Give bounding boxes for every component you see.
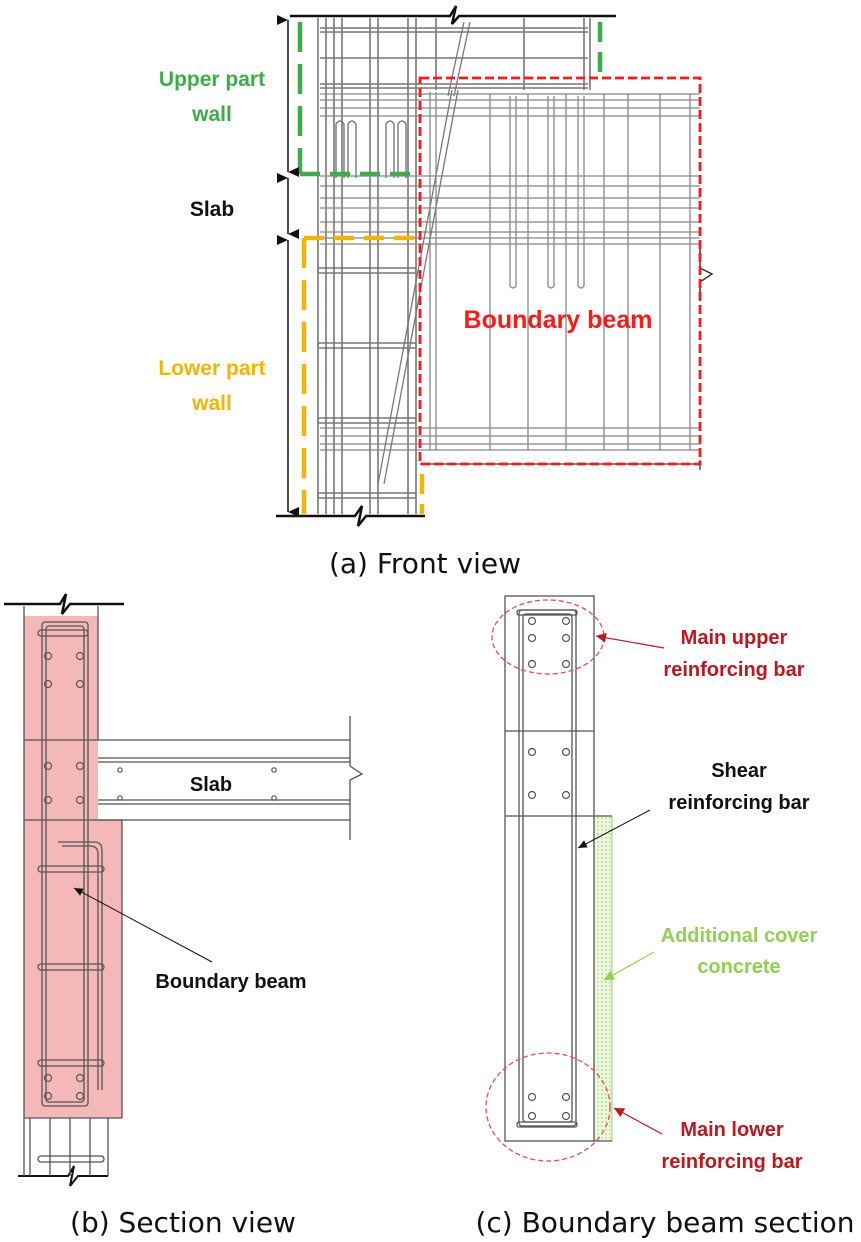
shear-label-line2: reinforcing bar (668, 792, 809, 814)
boundary-beam-label: Boundary beam (464, 306, 653, 334)
main-upper-bar-highlight (491, 599, 605, 675)
additional-cover-concrete (593, 815, 613, 1142)
shear-label-line1: Shear (711, 760, 767, 782)
beam-stirrups (429, 92, 691, 450)
section-top-break-line (4, 593, 124, 615)
section-wall-longitudinal-bars (43, 651, 85, 1101)
main-upper-label-line2: reinforcing bar (663, 659, 804, 681)
section-view-caption: (b) Section view (70, 1206, 296, 1239)
beam-section-panel: Main upper reinforcing bar Shear reinfor… (475, 595, 855, 1239)
cover-concrete-leader (603, 951, 655, 981)
main-upper-label-line1: Main upper (681, 627, 788, 649)
main-lower-bar-highlight (485, 1052, 611, 1162)
upper-wall-horizontal-bars (320, 27, 588, 89)
upper-wall-outline (300, 22, 603, 177)
section-slab (98, 716, 364, 840)
section-boundary-beam-label: Boundary beam (155, 971, 306, 993)
diagonal-bars (377, 21, 471, 485)
section-boundary-beam-leader (73, 887, 213, 963)
slab-label: Slab (190, 198, 234, 221)
upper-wall-label-line2: wall (191, 103, 232, 126)
main-upper-leader (595, 632, 665, 649)
main-lower-label-line1: Main lower (680, 1119, 784, 1141)
right-break-mark (699, 240, 714, 296)
upper-wall-label-line1: Upper part (159, 68, 265, 91)
cover-label-line2: concrete (697, 956, 780, 978)
beam-section-longitudinal-bars (527, 616, 571, 1121)
beam-section-caption: (c) Boundary beam section (475, 1206, 854, 1239)
section-view-panel: Slab Boundary beam (b) Section view (4, 593, 364, 1239)
bottom-break-line (276, 505, 425, 527)
front-view-panel: Upper part wall Slab Lower part wall Bou… (158, 5, 714, 580)
cover-label-line1: Additional cover (661, 925, 818, 947)
wall-hook-bars (335, 120, 407, 178)
main-lower-label-line2: reinforcing bar (661, 1151, 802, 1173)
main-lower-leader (613, 1107, 663, 1135)
lower-wall-label-line2: wall (191, 392, 232, 415)
top-break-line (290, 5, 616, 25)
lower-wall-outline (304, 235, 425, 514)
section-slab-bars (117, 767, 277, 801)
section-bottom-break-line (18, 1165, 108, 1187)
lower-wall-ties (317, 267, 417, 499)
beam-dowel-bars (509, 96, 585, 289)
boundary-beam-outline (418, 76, 702, 466)
wall-vertical-bars (317, 18, 591, 514)
beam-section-stirrup (516, 609, 578, 1128)
front-view-caption: (a) Front view (329, 547, 521, 580)
section-wall-bars (37, 621, 105, 1163)
lower-wall-label-line1: Lower part (158, 357, 265, 380)
shear-leader (577, 809, 651, 849)
section-slab-label: Slab (190, 774, 232, 796)
